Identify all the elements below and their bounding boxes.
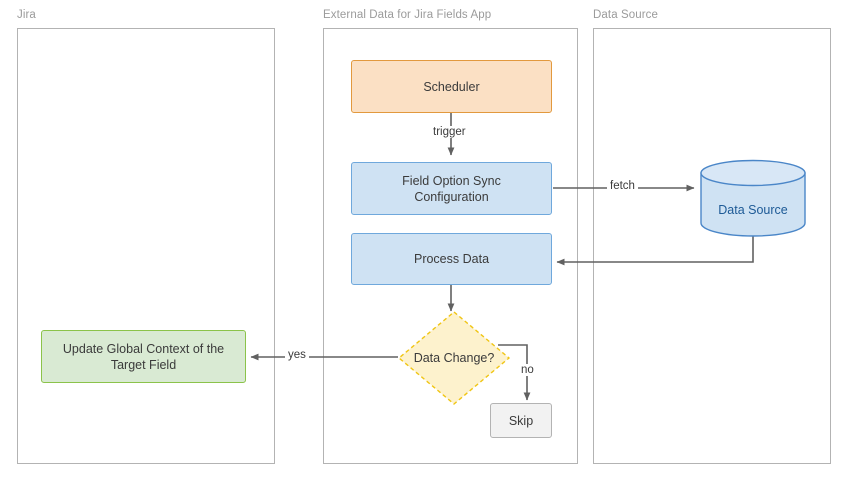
node-process-data-label: Process Data (413, 252, 490, 266)
pool-jira (17, 28, 275, 464)
node-scheduler-label: Scheduler (423, 79, 480, 94)
node-update-global-context[interactable]: Update Global Context of the Target Fiel… (41, 330, 246, 383)
pool-label-jira: Jira (17, 9, 36, 21)
node-field-option-sync-configuration[interactable]: Field Option Sync Configuration (351, 162, 552, 215)
node-data-change-decision-label: Data Change? (413, 351, 495, 365)
database-cylinder-icon (700, 159, 806, 237)
node-scheduler[interactable]: Scheduler (351, 60, 552, 113)
edge-label-fetch: fetch (607, 180, 638, 192)
node-data-source-cylinder[interactable]: Data Source (700, 159, 806, 237)
pool-label-data-source: Data Source (593, 9, 659, 21)
node-process-data[interactable]: Process Data (351, 233, 552, 285)
edge-label-no: no (518, 364, 537, 376)
node-update-global-context-label: Update Global Context of the Target Fiel… (62, 341, 225, 372)
node-data-change-decision[interactable]: Data Change? (397, 311, 511, 405)
decision-diamond-shape (397, 311, 511, 405)
node-skip[interactable]: Skip (490, 403, 552, 438)
node-data-source-label: Data Source (718, 203, 788, 217)
node-skip-label: Skip (508, 413, 534, 428)
edge-label-yes: yes (285, 349, 309, 361)
node-field-option-sync-configuration-label: Field Option Sync Configuration (402, 173, 501, 204)
edge-label-trigger: trigger (430, 126, 469, 138)
pool-label-external-data-app: External Data for Jira Fields App (323, 9, 492, 21)
